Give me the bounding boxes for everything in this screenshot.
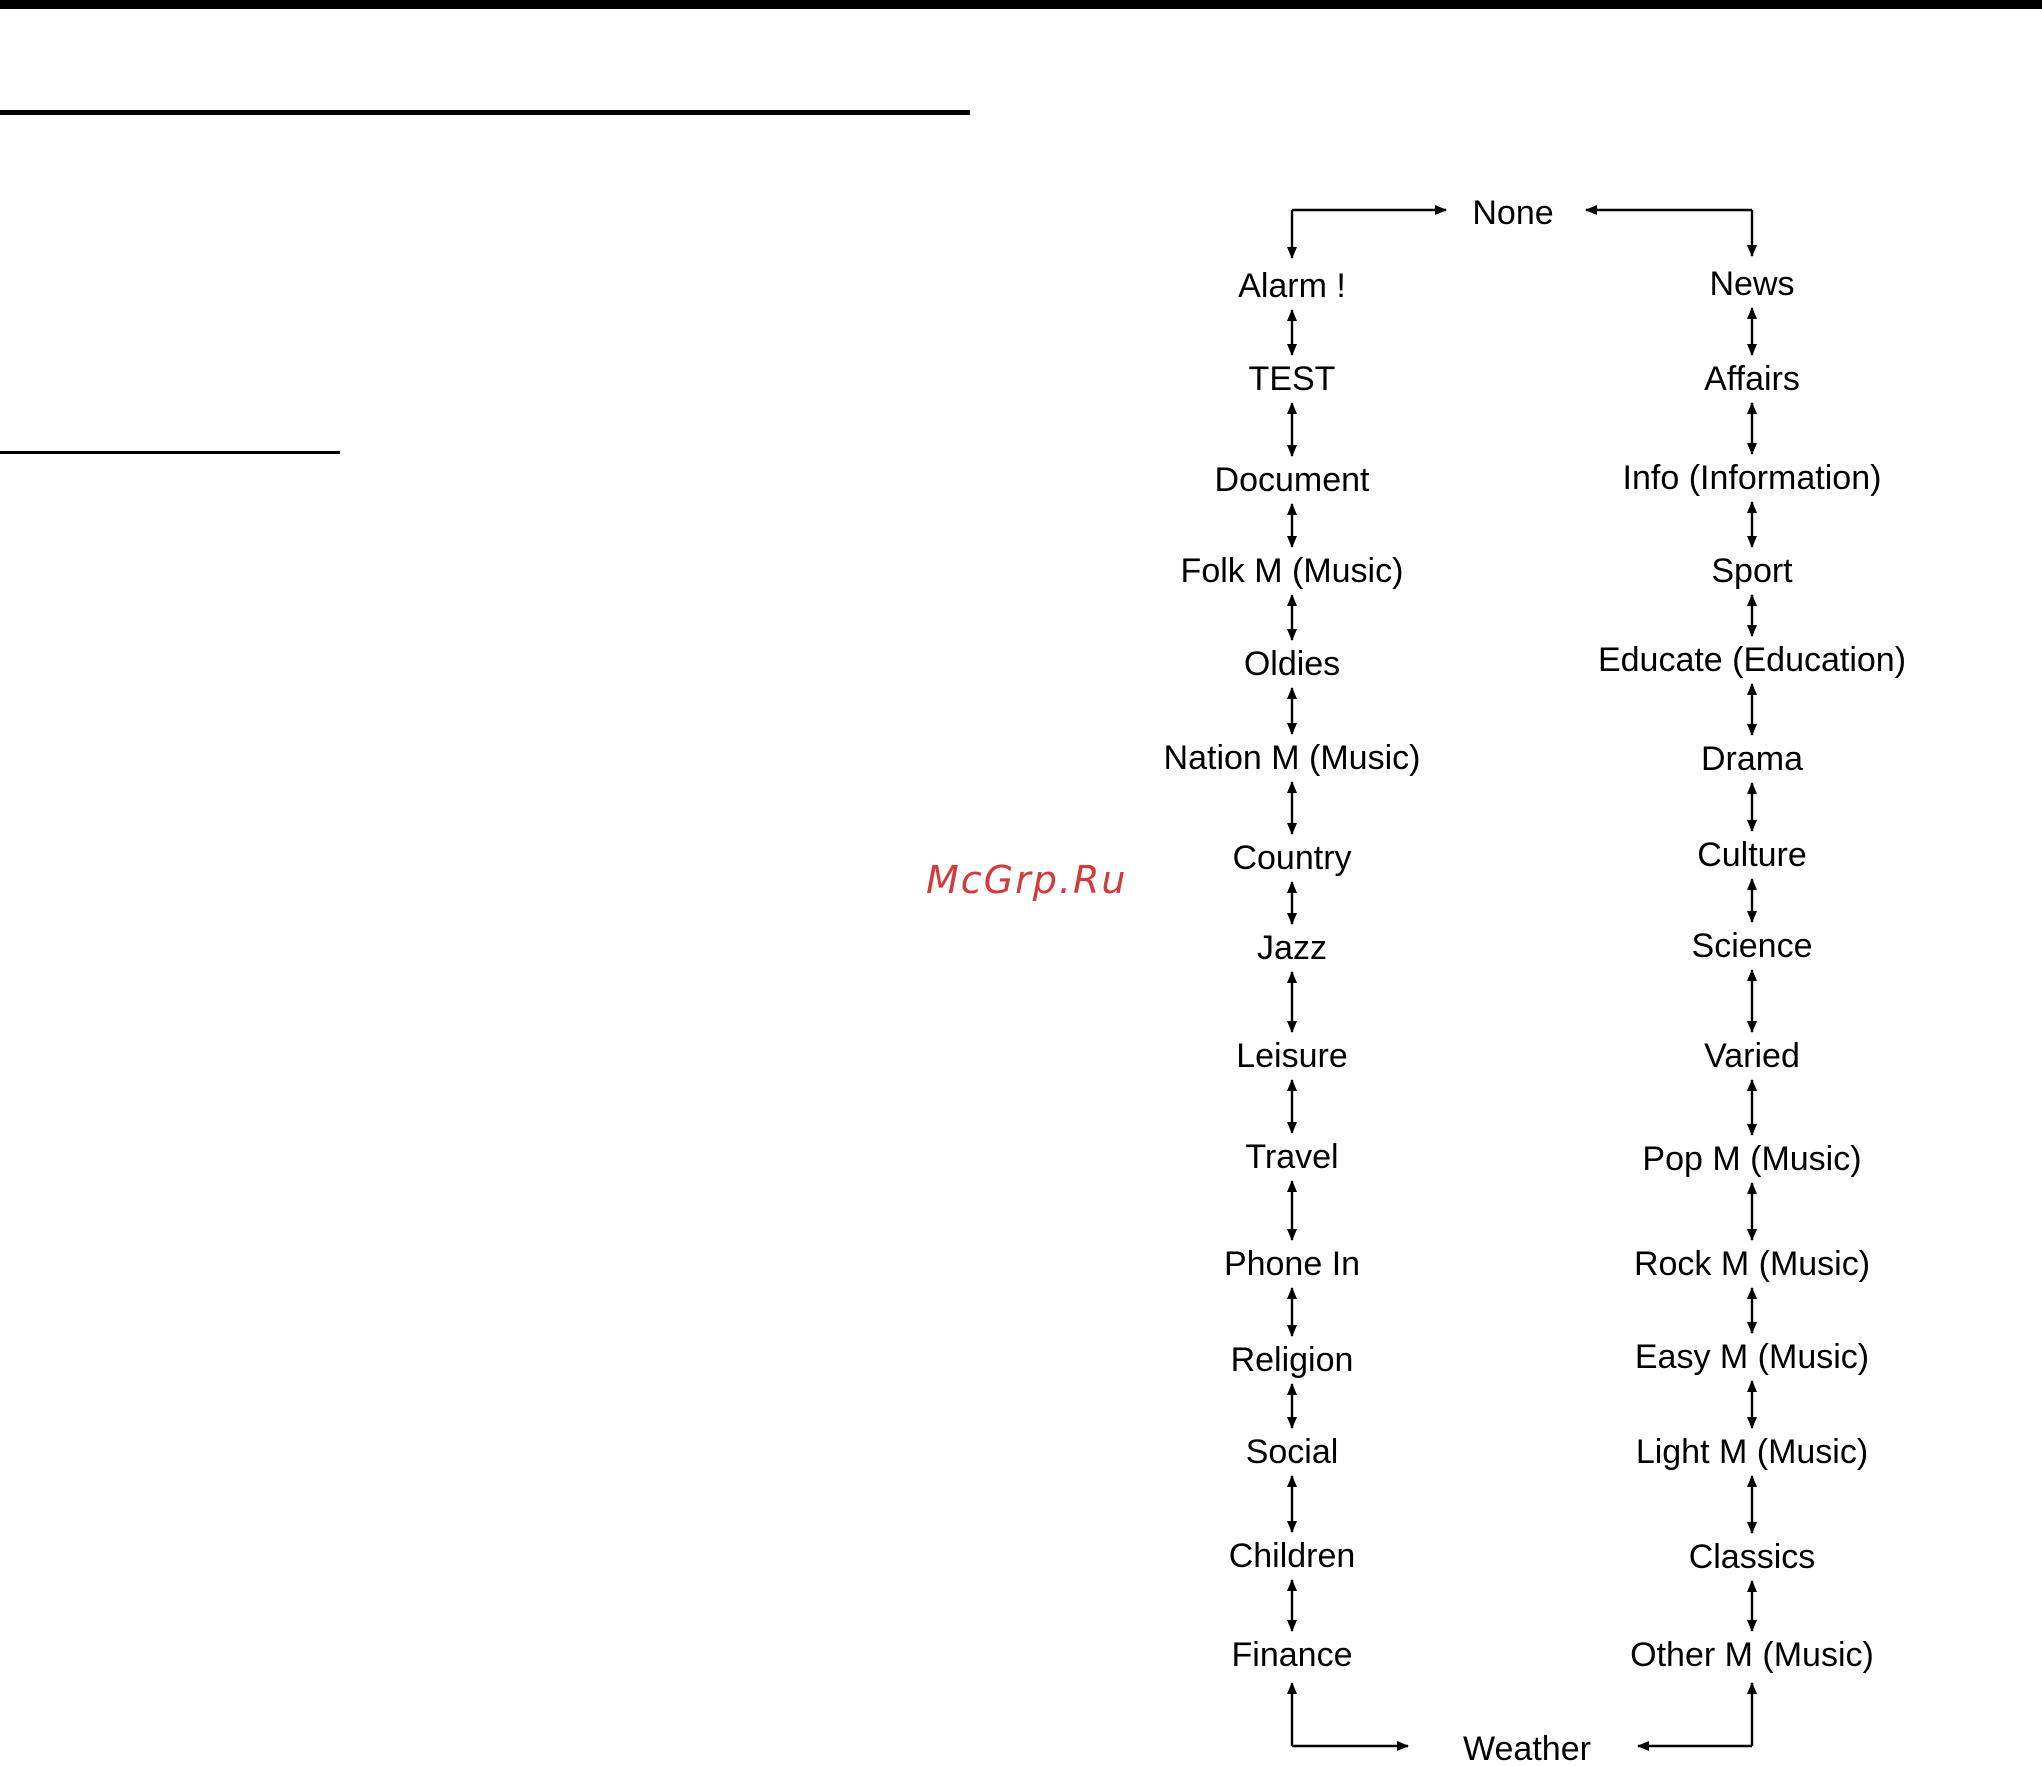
left-node: Children [1229, 1537, 1356, 1575]
right-node: Science [1692, 927, 1813, 965]
left-node: Leisure [1236, 1037, 1348, 1075]
left-node: Phone In [1224, 1245, 1360, 1283]
right-node: Culture [1697, 836, 1807, 874]
left-node: Folk M (Music) [1181, 552, 1404, 590]
connectors [1287, 205, 1757, 1751]
right-node: Other M (Music) [1630, 1636, 1874, 1674]
right-node: Drama [1701, 740, 1803, 778]
left-node: Religion [1231, 1341, 1354, 1379]
right-node: Easy M (Music) [1635, 1338, 1869, 1376]
right-node: Educate (Education) [1598, 641, 1906, 679]
right-node: Info (Information) [1623, 459, 1882, 497]
top-rule [0, 0, 2042, 9]
left-node: Jazz [1257, 929, 1327, 967]
right-node: News [1709, 265, 1794, 303]
left-node: Alarm ! [1238, 267, 1346, 305]
right-node: Rock M (Music) [1634, 1245, 1870, 1283]
right-node: Pop M (Music) [1642, 1140, 1861, 1178]
left-node: Social [1246, 1433, 1339, 1471]
left-node: Travel [1245, 1138, 1338, 1176]
left-node: Finance [1232, 1636, 1353, 1674]
node-top: None [1472, 194, 1553, 232]
left-node: TEST [1249, 360, 1336, 398]
left-node: Nation M (Music) [1164, 739, 1421, 777]
node-bottom: Weather [1463, 1730, 1591, 1766]
left-node: Country [1232, 839, 1351, 877]
heading-rule [0, 110, 970, 115]
right-node: Sport [1711, 552, 1793, 590]
right-node: Light M (Music) [1636, 1433, 1868, 1471]
right-node: Classics [1689, 1538, 1816, 1576]
left-node: Document [1215, 461, 1371, 499]
right-node: Varied [1704, 1037, 1800, 1075]
right-node: Affairs [1704, 360, 1800, 398]
subheading-rule [0, 451, 340, 454]
left-node: Oldies [1244, 645, 1340, 683]
watermark: McGrp.Ru [926, 858, 1128, 902]
